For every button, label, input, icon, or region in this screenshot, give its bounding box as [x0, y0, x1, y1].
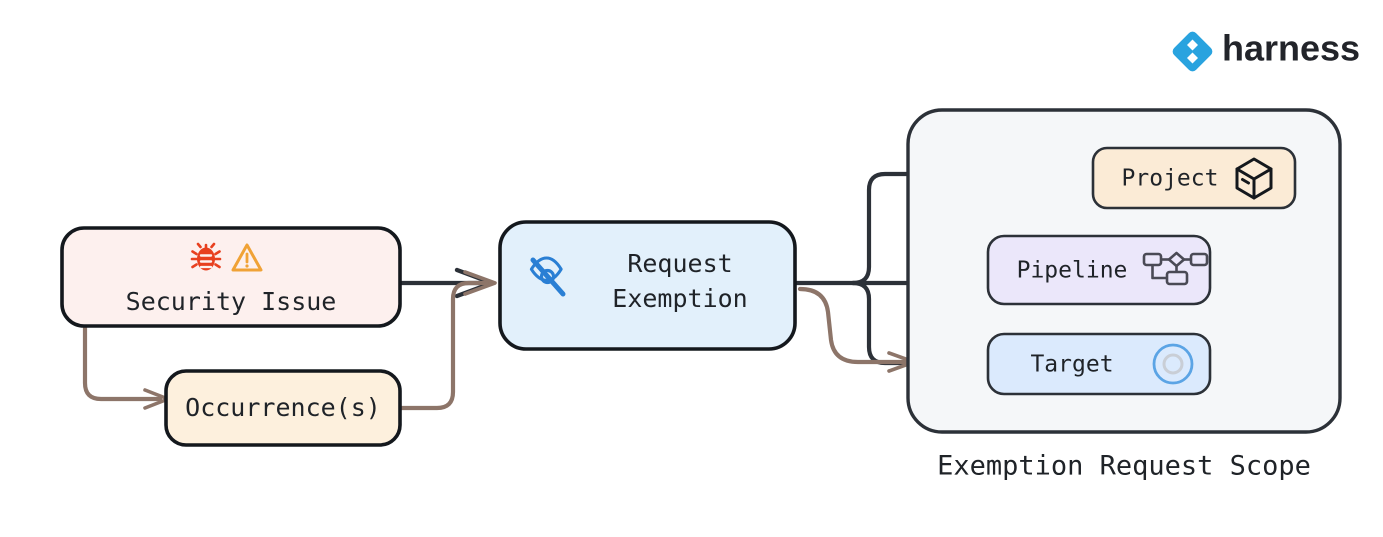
node-request-exemption[interactable]: Request Exemption: [498, 220, 797, 351]
node-security-issue-label: Security Issue: [126, 287, 337, 316]
scope-caption: Exemption Request Scope: [937, 451, 1311, 482]
node-project[interactable]: Project: [1091, 146, 1297, 210]
bug-icon: [190, 242, 222, 271]
node-request-exemption-label-line1: Request: [627, 249, 732, 278]
harness-wordmark: harness: [1222, 28, 1360, 69]
pipeline-nodes-icon: [1142, 251, 1209, 286]
edge-occurrences-scope-thread: [797, 286, 916, 373]
node-target[interactable]: Target: [986, 332, 1212, 396]
harness-diamond-logo-icon: [1172, 31, 1213, 72]
target-circle-icon: [1152, 343, 1194, 385]
node-pipeline-label: Pipeline: [1017, 258, 1128, 284]
node-pipeline[interactable]: Pipeline: [986, 234, 1212, 306]
node-occurrences-label: Occurrence(s): [185, 393, 381, 422]
node-security-issue[interactable]: Security Issue: [60, 226, 402, 328]
node-project-label: Project: [1122, 166, 1219, 192]
edge-security-issue-to-occurrences: [82, 323, 170, 410]
edge-occurrences-to-request-exemption: [397, 270, 497, 411]
node-occurrences[interactable]: Occurrence(s): [164, 369, 402, 447]
eye-off-icon: [529, 256, 566, 297]
cube-icon: [1235, 157, 1273, 200]
node-target-label: Target: [1030, 352, 1113, 378]
warning-triangle-icon: [231, 243, 263, 272]
node-request-exemption-label-line2: Exemption: [612, 284, 747, 313]
harness-logo: harness: [1172, 28, 1360, 72]
